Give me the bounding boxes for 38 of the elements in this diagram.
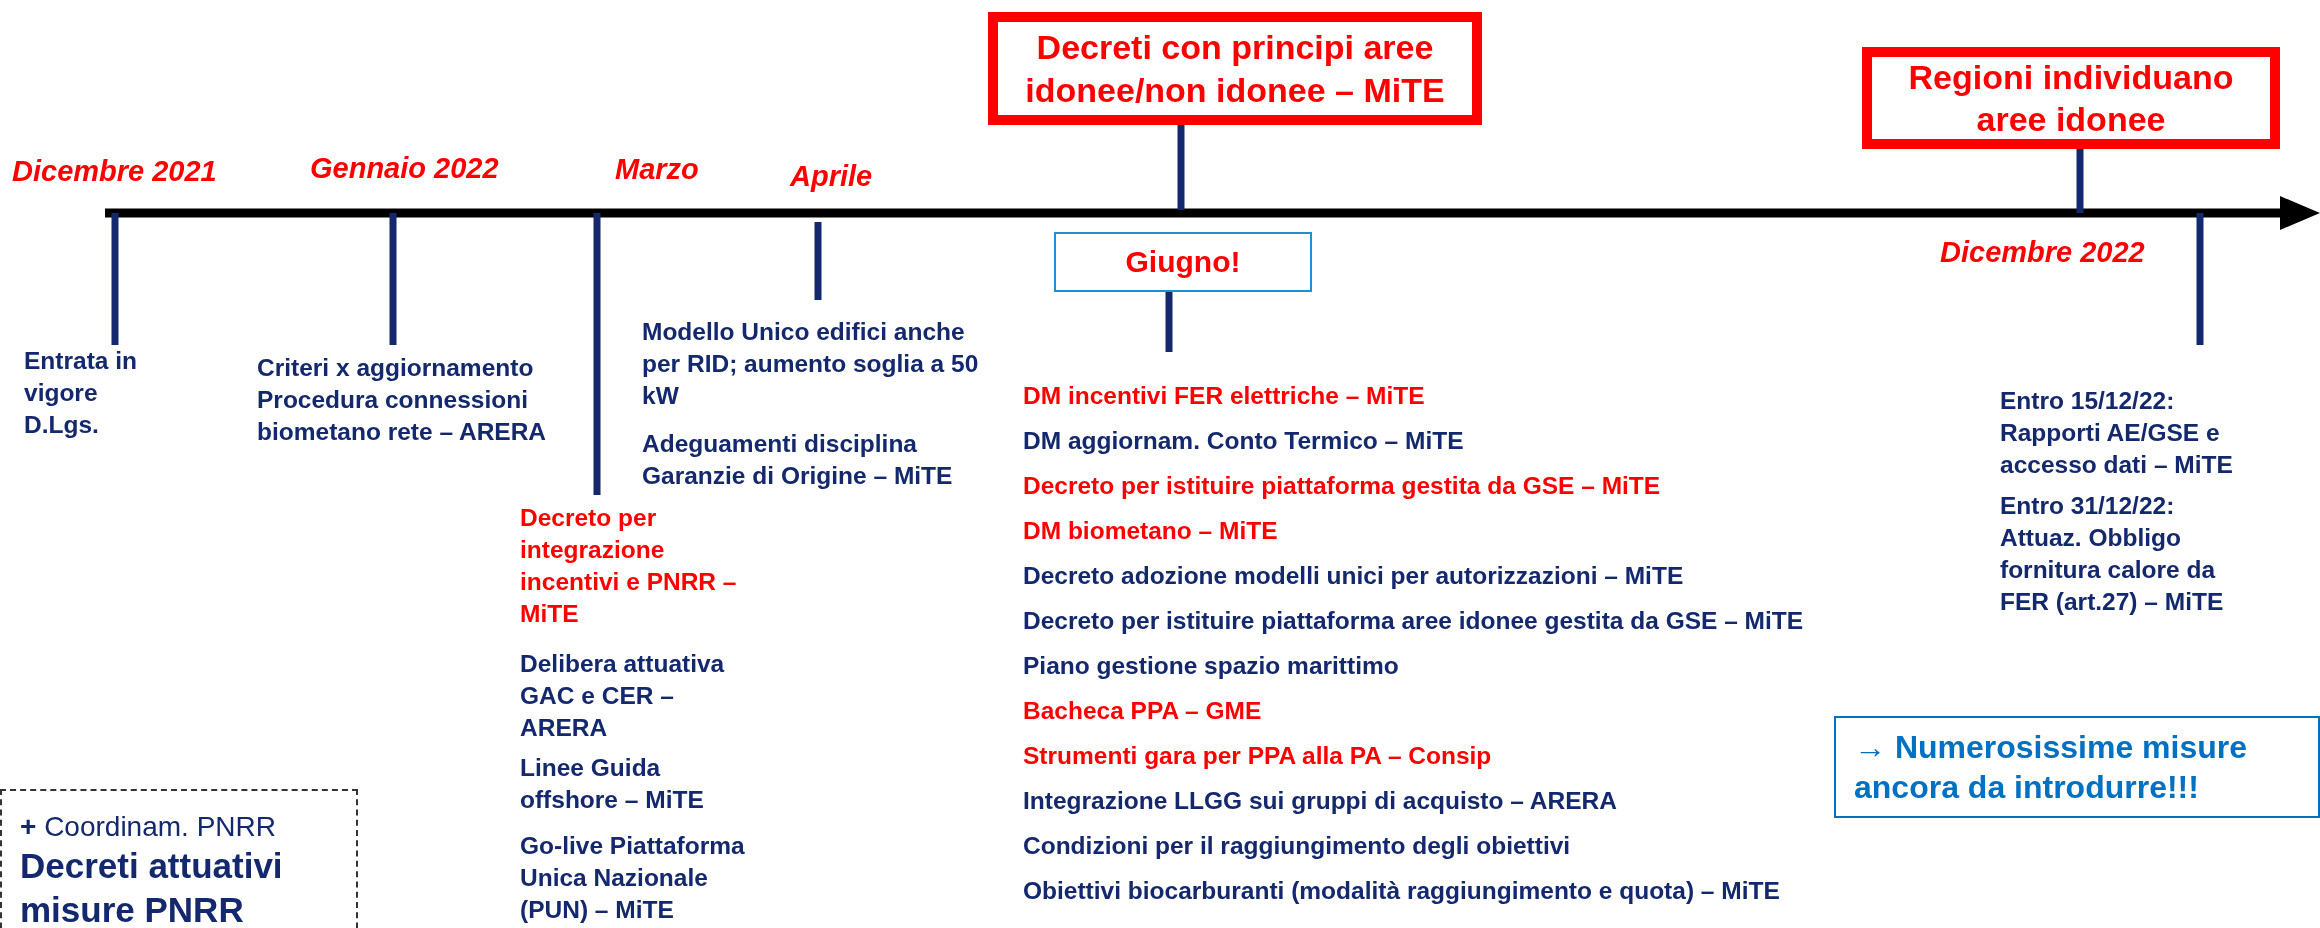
dashed-box bbox=[0, 789, 358, 928]
milestone-box bbox=[1862, 47, 2280, 149]
measure-text: Integrazione LLGG sui gruppi di acquisto – ARERA bbox=[1023, 786, 1617, 816]
measure-text: Go-live Piattaforma Unica Nazionale (PUN) – MiTE bbox=[520, 831, 746, 925]
measure-text: Entro 31/12/22: Attuaz. Obbligo fornitura calore da FER (art.27) – MiTE bbox=[2000, 491, 2225, 617]
measure-text: Decreto adozione modelli unici per autorizzazioni – MiTE bbox=[1023, 561, 1684, 591]
measure-text: Decreto per istituire piattaforma aree idonee gestita da GSE – MiTE bbox=[1023, 606, 1804, 636]
measure-text: Adeguamenti disciplina Garanzie di Origine – MiTE bbox=[642, 429, 954, 491]
measure-text: DM aggiornam. Conto Termico – MiTE bbox=[1023, 426, 1464, 456]
measure-text: Strumenti gara per PPA alla PA – Consip bbox=[1023, 741, 1492, 771]
box-text: + Coordinam. PNRR bbox=[20, 810, 277, 844]
date-label: Dicembre 2022 bbox=[1940, 236, 2145, 269]
measure-text: Obiettivi biocarburanti (modalità raggiungimento e quota) – MiTE bbox=[1023, 876, 1780, 906]
measure-text: Decreto per istituire piattaforma gestita da GSE – MiTE bbox=[1023, 471, 1661, 501]
measure-text: DM biometano – MiTE bbox=[1023, 516, 1278, 546]
measure-text: Decreto per integrazione incentivi e PNRR – MiTE bbox=[520, 503, 738, 629]
milestone-text: Regioni individuano aree idonee bbox=[1907, 56, 2235, 140]
date-label: Gennaio 2022 bbox=[310, 152, 499, 185]
note-box bbox=[1834, 716, 2320, 818]
milestone-text: Decreti con principi aree idonee/non idonee – MiTE bbox=[1024, 27, 1446, 111]
month-label: Giugno! bbox=[1124, 244, 1242, 281]
measure-text: Piano gestione spazio marittimo bbox=[1023, 651, 1399, 681]
measure-text: Delibera attuativa GAC e CER – ARERA bbox=[520, 649, 726, 743]
box-text: Decreti attuativi misure PNRR bbox=[20, 845, 284, 928]
date-label: Dicembre 2021 bbox=[12, 155, 217, 188]
measure-text: Entro 15/12/22: Rapporti AE/GSE e accesso dati – MiTE bbox=[2000, 386, 2234, 480]
milestone-box bbox=[988, 12, 1482, 125]
measure-text: Modello Unico edifici anche per RID; aumento soglia a 50 kW bbox=[642, 317, 980, 411]
measure-text: Condizioni per il raggiungimento degli obiettivi bbox=[1023, 831, 1571, 861]
measure-text: DM incentivi FER elettriche – MiTE bbox=[1023, 381, 1425, 411]
note-text: → Numerosissime misure ancora da introdurre!!! bbox=[1854, 728, 2249, 807]
measure-text: Bacheca PPA – GME bbox=[1023, 696, 1262, 726]
measure-text: Linee Guida offshore – MiTE bbox=[520, 753, 705, 815]
month-box bbox=[1054, 232, 1312, 292]
measure-text: Criteri x aggiornamento Procedura connessioni biometano rete – ARERA bbox=[257, 353, 548, 447]
date-label: Aprile bbox=[790, 160, 873, 193]
measure-text: Entrata in vigore D.Lgs. bbox=[24, 346, 138, 440]
date-label: Marzo bbox=[615, 153, 699, 186]
